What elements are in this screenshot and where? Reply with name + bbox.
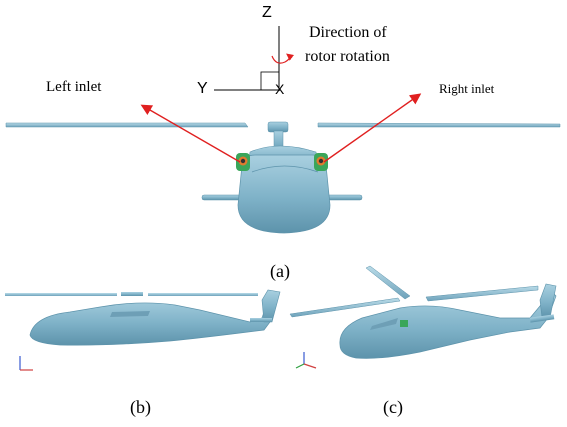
rotor-hub: [267, 121, 289, 133]
side-tail-fin: [261, 289, 281, 323]
iso-tail-fin: [539, 283, 557, 319]
axis-z-label: Z: [262, 4, 272, 21]
iso-mini-axis-y: [295, 363, 305, 369]
axis-x-label: X: [275, 81, 285, 97]
caption-a: (a): [270, 261, 290, 281]
front-fuselage: [237, 154, 331, 234]
iso-stabilizer: [529, 314, 555, 323]
front-view-helicopter: [5, 121, 561, 234]
iso-window: [370, 318, 398, 330]
right-inlet-label: Right inlet: [439, 81, 495, 96]
side-stabilizer: [250, 318, 272, 322]
left-inlet-marker: [236, 153, 250, 171]
side-fuselage: [29, 295, 277, 346]
side-rotor-blade-2: [148, 293, 258, 296]
isometric-view-helicopter: [289, 265, 557, 369]
rotation-label-line2: rotor rotation: [305, 48, 390, 65]
side-window: [110, 311, 150, 317]
right-inlet-arrow: [323, 93, 422, 163]
iso-blade-3: [425, 285, 539, 302]
windshield-line: [251, 165, 319, 173]
iso-inlet-marker: [400, 320, 408, 327]
caption-c: (c): [383, 397, 403, 417]
rotation-label-line1: Direction of: [309, 24, 387, 41]
side-rotor-blade: [5, 293, 117, 296]
rotor-blade-right: [317, 122, 561, 128]
right-inlet-marker: [314, 153, 328, 171]
rotation-direction-icon: [271, 53, 294, 64]
iso-fuselage: [339, 291, 557, 359]
left-inlet-label: Left inlet: [46, 79, 102, 95]
stub-wing-left: [201, 194, 245, 201]
iso-mini-axis-x: [303, 363, 317, 369]
axis-y-label: Y: [197, 80, 208, 97]
left-inlet-arrow: [140, 104, 241, 163]
iso-blade-1: [365, 265, 411, 300]
caption-b: (b): [130, 397, 151, 417]
coordinate-axes: [214, 26, 294, 91]
axis-corner-box: [260, 71, 280, 91]
side-rotor-hub: [121, 292, 143, 296]
rotor-blade-left: [5, 122, 249, 128]
side-view-helicopter: [5, 289, 281, 371]
iso-blade-2: [289, 297, 401, 318]
